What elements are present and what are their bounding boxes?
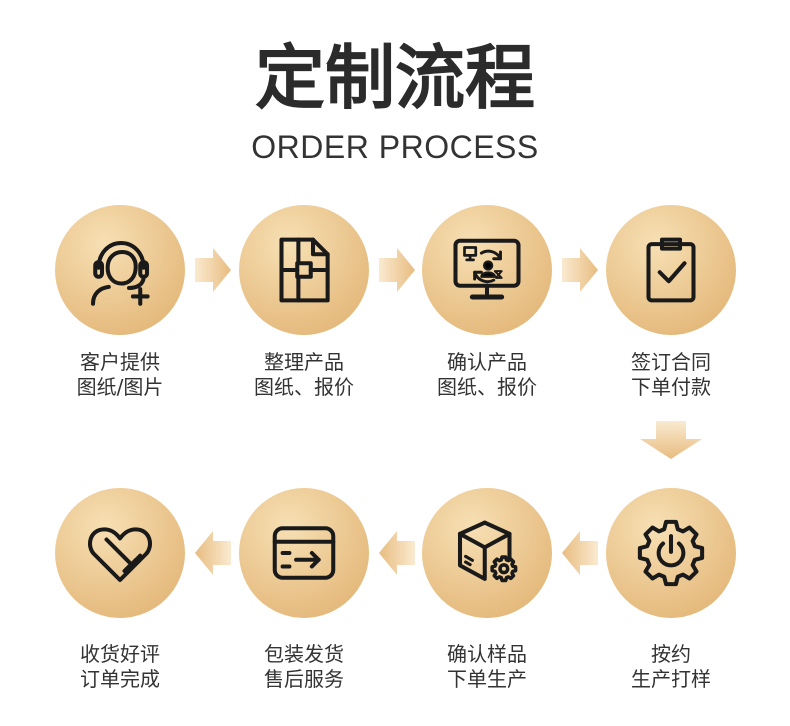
step-label-line2: 图纸、报价 [254,375,354,399]
page-title: 定制流程 [255,37,535,119]
arrow-left [562,531,598,575]
heart-handshake-icon [87,527,153,583]
step-label-line2: 下单付款 [631,375,711,399]
step-label: 包装发货 售后服务 [212,642,396,692]
step-circle [55,488,185,618]
step-circle [422,205,552,335]
step-label-line1: 整理产品 [264,350,344,374]
page-subtitle: ORDER PROCESS [251,129,539,165]
monitor-confirm-icon [453,238,521,300]
step-label: 客户提供 图纸/图片 [28,350,212,400]
arrow-left [195,531,231,575]
step-label-line1: 确认产品 [447,350,527,374]
step-label-line1: 签订合同 [631,350,711,374]
step-2: 整理产品 图纸、报价 [212,205,396,400]
box-gear-icon [457,520,518,583]
customer-service-icon [90,240,150,306]
step-label-line2: 图纸/图片 [76,375,164,399]
step-label-line2: 下单生产 [447,667,527,691]
arrow-right [195,248,231,292]
step-circle [239,205,369,335]
step-7: 包装发货 售后服务 [212,488,396,692]
step-6: 确认样品 下单生产 [395,488,579,692]
arrow-right [562,248,598,292]
step-label-line1: 收货好评 [80,642,160,666]
step-label: 整理产品 图纸、报价 [212,350,396,400]
step-label-line1: 按约 [651,642,691,666]
step-label: 确认样品 下单生产 [395,642,579,692]
step-3: 确认产品 图纸、报价 [395,205,579,400]
step-label: 签订合同 下单付款 [579,350,763,400]
step-label-line1: 包装发货 [264,642,344,666]
step-label: 收货好评 订单完成 [28,642,212,692]
step-4: 签订合同 下单付款 [579,205,763,400]
step-circle [422,488,552,618]
step-label-line2: 售后服务 [264,667,344,691]
step-circle [239,488,369,618]
step-1: 客户提供 图纸/图片 [28,205,212,400]
step-label: 确认产品 图纸、报价 [395,350,579,400]
step-label-line2: 订单完成 [80,667,160,691]
step-label-line1: 确认样品 [447,642,527,666]
arrow-right [379,248,415,292]
step-circle [606,488,736,618]
arrow-down [640,421,702,459]
clipboard-check-icon [646,237,696,303]
step-label-line1: 客户提供 [80,350,160,374]
step-circle [55,205,185,335]
step-circle [606,205,736,335]
step-label-line2: 图纸、报价 [437,375,537,399]
shipping-box-icon [272,526,336,580]
arrow-left [379,531,415,575]
step-label-line2: 生产打样 [631,667,711,691]
step-5: 按约 生产打样 [579,488,763,692]
step-label: 按约 生产打样 [579,642,763,692]
step-8: 收货好评 订单完成 [28,488,212,692]
gear-icon [637,519,705,587]
drawing-document-icon [279,237,330,303]
